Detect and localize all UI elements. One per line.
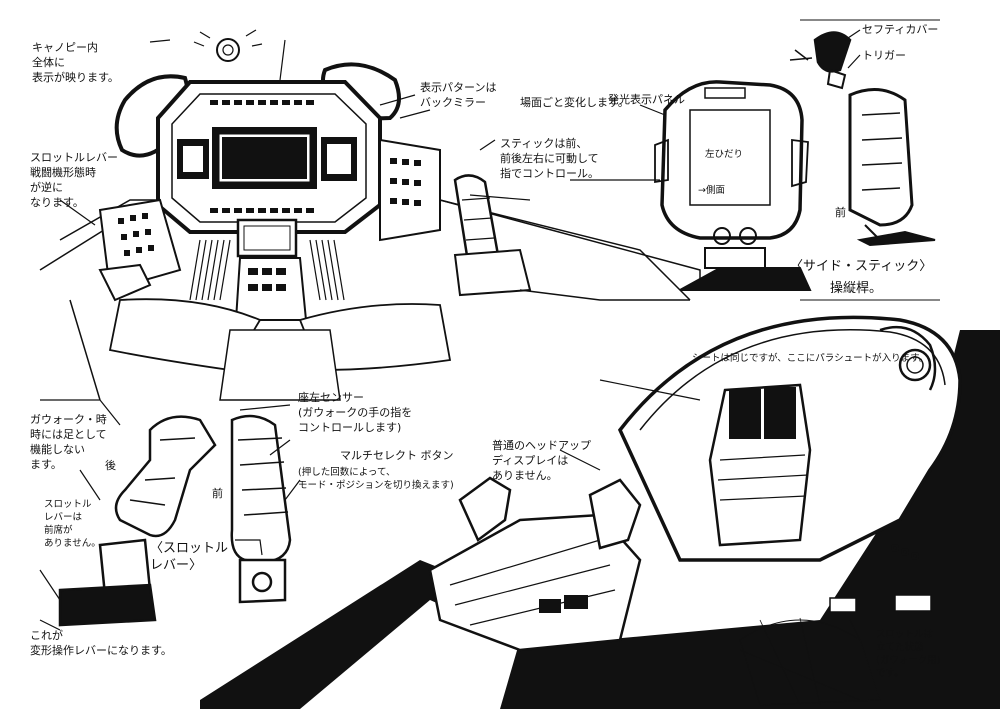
- note-throttle: スロットル レバーは 前席が ありません。: [44, 499, 101, 549]
- note-lower-left: →側面: [698, 185, 725, 196]
- canopy-indicator-icon: [193, 29, 263, 62]
- note-trigger: トリガー: [862, 49, 906, 62]
- note-throttle-front: 前: [212, 487, 223, 500]
- note-bottom: これが 変形操作レバーになります。: [30, 629, 172, 657]
- note-gerwalk-left: ガウォーク・時 時には足として 機能しない ます。: [30, 413, 107, 471]
- side-stick-subtitle: 操縦桿。: [830, 281, 883, 296]
- side-stick-title: 〈サイド・スティック〉: [790, 259, 933, 274]
- note-upper-left: 左ひだり: [705, 149, 744, 160]
- note-multi-select: マルチセレクト ボタン: [340, 449, 454, 462]
- leader-lines: [39, 29, 861, 641]
- note-front: 前: [835, 206, 846, 219]
- note-finger: 座左センサー (ガウォークの手の指を コントロールします): [298, 391, 413, 434]
- note-back: 後: [105, 459, 116, 472]
- note-display-change: 場面ごと変化します。: [520, 96, 629, 109]
- cockpit-perspective-drawing: [200, 315, 1000, 709]
- note-safety-cover: セフティカバー: [862, 23, 939, 36]
- side-stick-drawing: [654, 19, 940, 301]
- cockpit-panel-drawing: [39, 62, 701, 401]
- note-throttle-lever: スロットルレバー 戦闘機形態時 が逆に なります。: [30, 151, 118, 209]
- throttle-title: 〈スロットル レバー〉: [150, 541, 229, 573]
- note-canopy: キャノピー内 全体に 表示が映ります。: [32, 41, 119, 84]
- note-multi-select-detail: (押した回数によって、 モード・ポジションを切り換えます): [298, 467, 454, 491]
- note-hud: 普通のヘッドアップ ディスプレイは ありません。: [492, 439, 591, 482]
- throttle-lever-drawing: [58, 414, 292, 627]
- note-stick-move: スティックは前、 前後左右に可動して 指でコントロール。: [500, 137, 599, 180]
- note-bottom-right: スロットルは 立てた状態 (ガウォーク用) です。: [876, 629, 941, 679]
- note-seat: シートは同じですが、ここにパラシュートが入ります。: [692, 353, 929, 364]
- note-side-stick-panel: 発光表示パネル: [608, 93, 685, 106]
- note-display: 表示パターンは バックミラー: [420, 81, 497, 109]
